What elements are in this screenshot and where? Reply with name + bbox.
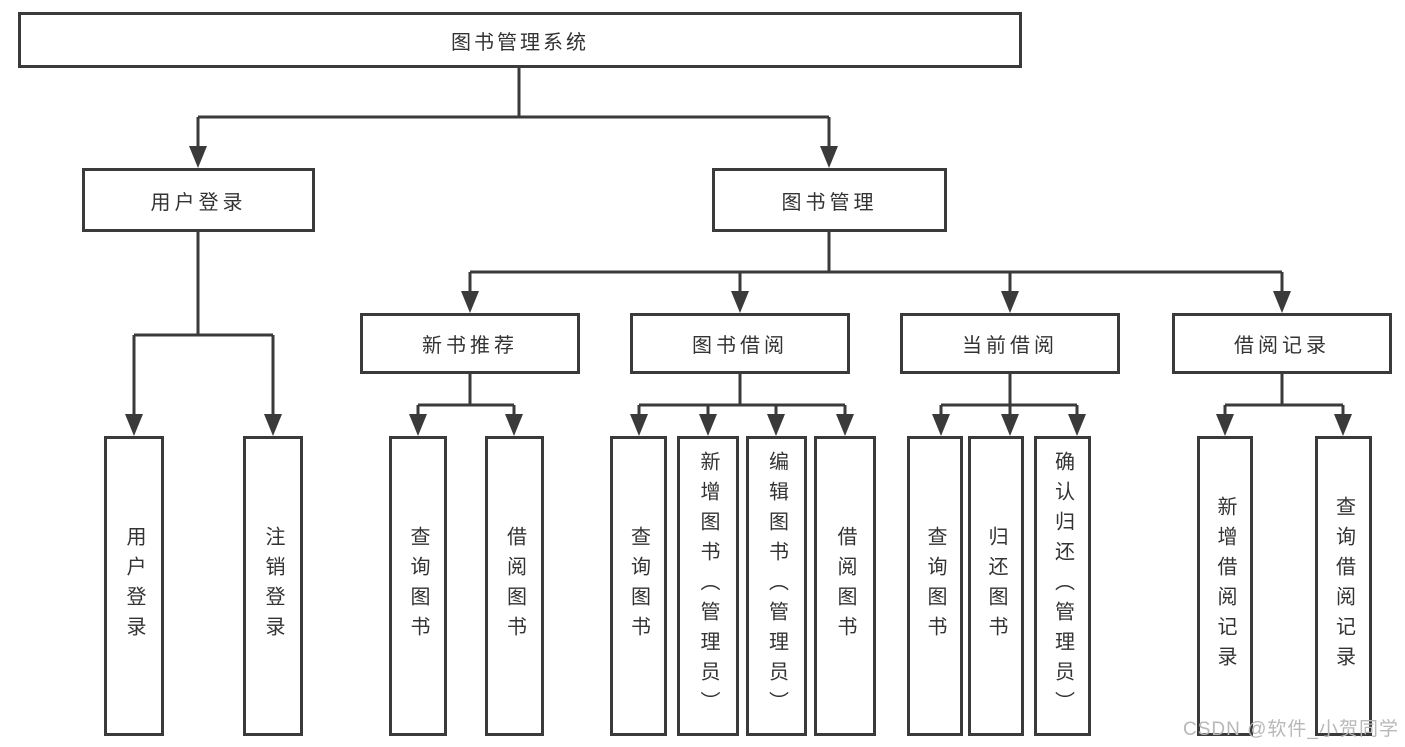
leaf-add-borrow-record: 新增借阅记录 [1197,436,1253,736]
node-user-login-label: 用户登录 [150,191,247,214]
node-book-management-label: 图书管理 [781,191,878,214]
leaf-query-borrow-record-label: 查询借阅记录 [1332,496,1355,676]
leaf-confirm-return-admin-label: 确认归还（管理员） [1051,451,1074,721]
node-user-login: 用户登录 [82,168,315,232]
arrowhead-icon [836,414,854,436]
arrowhead-icon [1334,414,1352,436]
leaf-query-borrow-record: 查询借阅记录 [1315,436,1372,736]
leaf-edit-book-admin-label: 编辑图书（管理员） [765,451,788,721]
leaf-query-book-current-label: 查询图书 [924,526,946,646]
arrowhead-icon [1001,414,1019,436]
arrowhead-icon [731,291,749,313]
leaf-borrow-book: 借阅图书 [814,436,876,736]
arrowhead-icon [630,414,648,436]
node-current-borrowing-label: 当前借阅 [962,335,1058,357]
arrowhead-icon [264,414,282,436]
leaf-logout: 注销登录 [243,436,303,736]
connector-book-mgmt-children [461,232,1291,313]
leaf-query-book-borrow: 查询图书 [610,436,667,736]
node-book-borrowing: 图书借阅 [630,313,850,374]
leaf-confirm-return-admin: 确认归还（管理员） [1034,436,1091,736]
arrowhead-icon [505,414,523,436]
leaf-query-book-recommend-label: 查询图书 [407,526,429,646]
csdn-watermark: CSDN @软件_小贺同学 [1183,719,1399,740]
node-book-management: 图书管理 [712,168,947,232]
leaf-return-book: 归还图书 [968,436,1024,736]
leaf-query-book-recommend: 查询图书 [389,436,447,736]
node-borrowing-records: 借阅记录 [1172,313,1392,374]
arrowhead-icon [932,414,950,436]
leaf-user-login-label: 用户登录 [123,526,145,646]
leaf-user-login: 用户登录 [104,436,164,736]
node-new-book-recommend: 新书推荐 [360,313,580,374]
node-root-system: 图书管理系统 [18,12,1022,68]
leaf-borrow-book-label: 借阅图书 [834,526,856,646]
connector-root-to-level2 [189,66,838,168]
connector-book-borrow-children [630,374,854,436]
leaf-add-book-admin-label: 新增图书（管理员） [697,451,719,721]
arrowhead-icon [1068,414,1086,436]
leaf-query-book-current: 查询图书 [907,436,963,736]
connector-current-borrow-children [932,374,1086,436]
arrowhead-icon [1216,414,1234,436]
connector-user-login-children [125,232,282,436]
leaf-logout-label: 注销登录 [262,526,284,646]
node-book-borrowing-label: 图书借阅 [692,335,788,357]
arrowhead-icon [820,146,838,168]
connector-new-book-children [409,374,523,436]
arrowhead-icon [767,414,785,436]
arrowhead-icon [1273,291,1291,313]
arrowhead-icon [189,146,207,168]
arrowhead-icon [125,414,143,436]
node-borrowing-records-label: 借阅记录 [1234,335,1330,357]
arrowhead-icon [409,414,427,436]
arrowhead-icon [699,414,717,436]
leaf-add-borrow-record-label: 新增借阅记录 [1214,496,1236,676]
leaf-return-book-label: 归还图书 [985,526,1007,646]
leaf-edit-book-admin: 编辑图书（管理员） [746,436,807,736]
connector-borrow-record-children [1216,374,1352,436]
node-root-label: 图书管理系统 [451,31,589,54]
leaf-borrow-book-recommend: 借阅图书 [485,436,544,736]
leaf-query-book-borrow-label: 查询图书 [627,526,650,646]
node-current-borrowing: 当前借阅 [900,313,1120,374]
leaf-borrow-book-recommend-label: 借阅图书 [503,526,526,646]
node-new-book-recommend-label: 新书推荐 [422,335,518,357]
arrowhead-icon [461,291,479,313]
arrowhead-icon [1001,291,1019,313]
leaf-add-book-admin: 新增图书（管理员） [677,436,739,736]
